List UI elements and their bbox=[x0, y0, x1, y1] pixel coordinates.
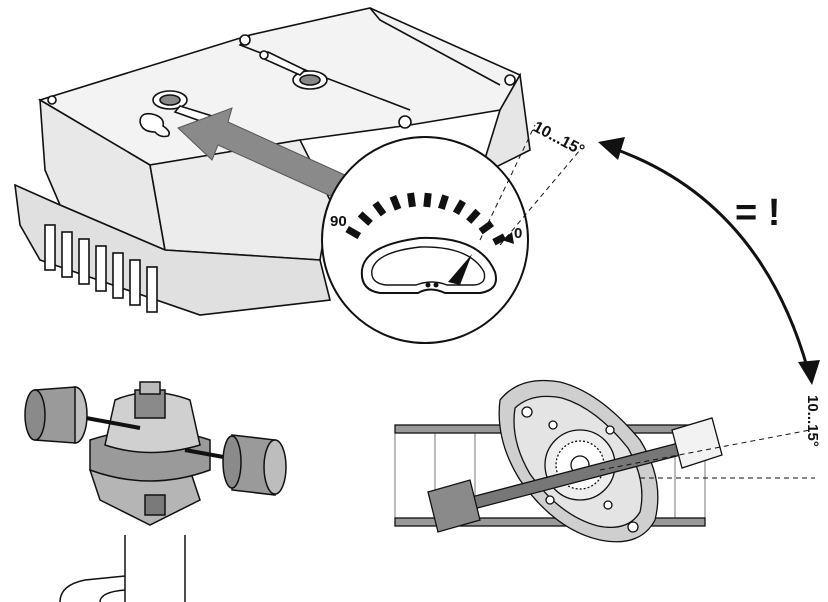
cooling-fins bbox=[44, 224, 158, 313]
housing-base bbox=[14, 183, 331, 316]
mount-hole bbox=[627, 521, 639, 533]
scale-min-label: 0 bbox=[514, 225, 522, 242]
mount-hole bbox=[521, 406, 533, 418]
screw bbox=[239, 34, 251, 46]
dial-pointer bbox=[448, 254, 472, 285]
angle-label-top: 10...15° bbox=[530, 119, 587, 160]
spindle-cap bbox=[139, 381, 161, 395]
hex-nut bbox=[144, 494, 166, 516]
screw bbox=[47, 95, 57, 105]
mount-hole bbox=[605, 425, 615, 435]
equality-arrow bbox=[598, 137, 820, 385]
angle-scale-ticks bbox=[345, 192, 514, 246]
mount-top-view bbox=[394, 379, 815, 543]
cylinder-left-cap bbox=[24, 389, 46, 441]
zoom-detail-circle bbox=[321, 124, 581, 344]
dial-dot bbox=[425, 282, 431, 288]
pipe-fitting bbox=[24, 381, 287, 602]
scale-max-label: 90 bbox=[330, 213, 347, 230]
cylinder-right-start bbox=[222, 435, 242, 489]
mount-cylinder-left bbox=[427, 479, 481, 533]
angle-label-right: 10...15° bbox=[804, 395, 821, 447]
mount-hole bbox=[548, 420, 558, 430]
mount-cylinder-right bbox=[671, 417, 723, 469]
mount-hole bbox=[603, 500, 613, 510]
dial-window-inner bbox=[371, 246, 486, 286]
pipe-elbow bbox=[59, 575, 126, 602]
cylinder-right-cap bbox=[263, 439, 287, 495]
grid-band-bottom bbox=[394, 517, 706, 527]
dial-dot bbox=[433, 282, 439, 288]
reference-line bbox=[499, 149, 581, 246]
mount-hole bbox=[545, 495, 555, 505]
equal-mark-label: = ! bbox=[735, 192, 780, 234]
screw bbox=[504, 74, 516, 86]
keyhole-slot bbox=[139, 112, 170, 138]
housing-right-face bbox=[478, 72, 531, 177]
pipe bbox=[124, 535, 186, 602]
reference-line bbox=[479, 124, 536, 241]
lever-rear bbox=[259, 50, 328, 90]
screw bbox=[398, 115, 412, 129]
